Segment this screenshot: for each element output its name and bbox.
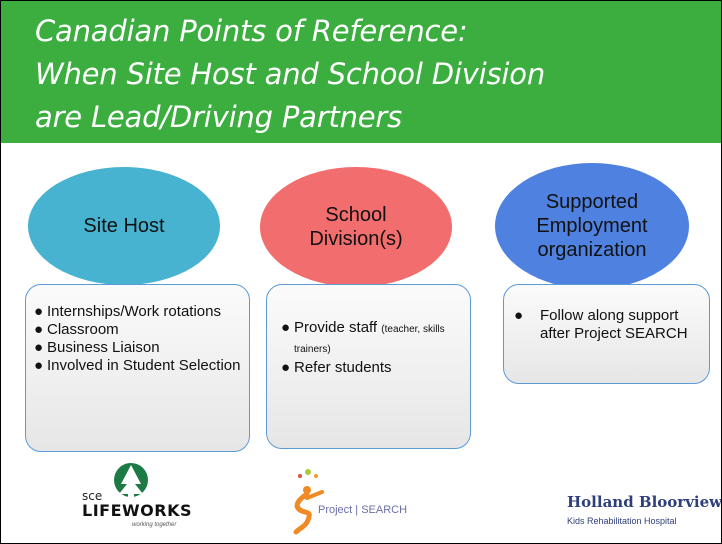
lifeworks-tree-icon (114, 463, 148, 498)
supported-employment-label-line1: Supported (545, 191, 639, 213)
site-host-card: ●Internships/Work rotations ●Classroom ●… (25, 284, 250, 452)
supported-employment-label-line3: organization (537, 239, 647, 261)
supported-employment-label-line2: Employment (536, 215, 648, 237)
supported-employment-card: ●Follow along support after Project SEAR… (503, 284, 710, 384)
site-host-label: Site Host (83, 215, 165, 237)
list-item: ●Internships/Work rotations (34, 303, 221, 320)
holland-bloorview-name: Holland Bloorview (567, 493, 722, 511)
title-line-3: are Lead/Driving Partners (35, 100, 403, 134)
list-item: ●Provide staff (teacher, skills trainers… (281, 319, 445, 355)
sce-lifeworks-logo: sce LIFEWORKS working together (82, 458, 194, 538)
lifeworks-prefix: sce (82, 489, 103, 503)
school-division-ellipse: School Division(s) (260, 167, 452, 287)
holland-bloorview-subtitle: Kids Rehabilitation Hospital (567, 516, 677, 526)
list-item: ●Business Liaison (34, 339, 160, 356)
list-item: ●Classroom (34, 321, 119, 338)
site-host-list: ●Internships/Work rotations ●Classroom ●… (26, 285, 249, 375)
school-division-label-line2: Division(s) (309, 228, 403, 250)
site-host-ellipse: Site Host (28, 167, 220, 285)
supported-employment-list: ●Follow along support after Project SEAR… (504, 285, 709, 343)
list-item: ●Refer students (281, 359, 392, 376)
lifeworks-tagline: working together (132, 522, 177, 528)
holland-bloorview-logo: Holland Bloorview Kids Rehabilitation Ho… (567, 493, 722, 537)
school-division-list: ●Provide staff (teacher, skills trainers… (267, 285, 470, 377)
lifeworks-name: LIFEWORKS (82, 501, 192, 520)
school-division-label-line1: School (325, 204, 387, 226)
title-bar: Canadian Points of Reference: When Site … (1, 1, 721, 143)
title-line-2: When Site Host and School Division (35, 57, 546, 91)
title-line-1: Canadian Points of Reference: (35, 14, 468, 48)
list-item: ●Follow along support after Project SEAR… (514, 307, 688, 342)
project-search-text: Project | SEARCH (318, 504, 408, 516)
list-item: ●Involved in Student Selection (34, 357, 241, 374)
project-search-logo: Project | SEARCH (286, 466, 416, 541)
supported-employment-ellipse: Supported Employment organization (495, 163, 689, 289)
school-division-card: ●Provide staff (teacher, skills trainers… (266, 284, 471, 449)
project-search-figure-icon (293, 469, 324, 535)
